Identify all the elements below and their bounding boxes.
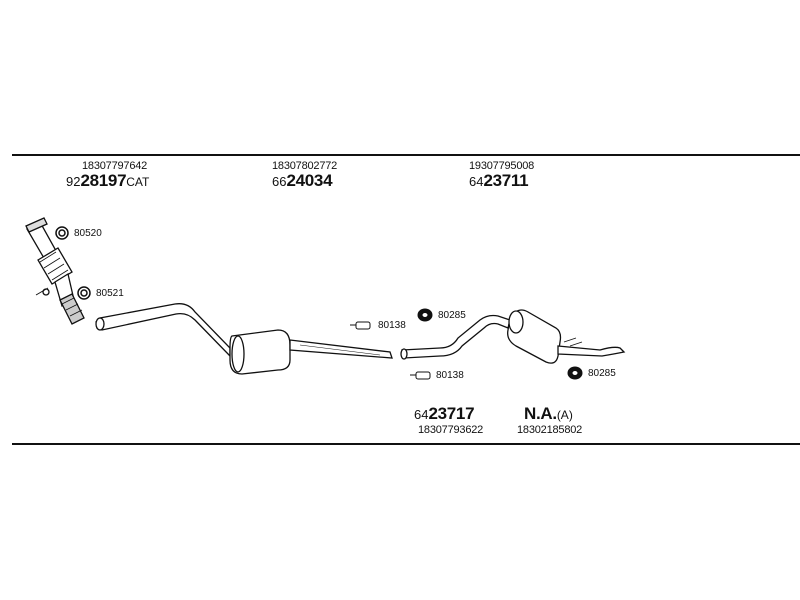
hanger-label: 80285 bbox=[438, 310, 466, 321]
gasket-mid-label: 80521 bbox=[96, 288, 124, 299]
middle-pipe-muffler bbox=[95, 303, 393, 375]
oem-number: 18307793622 bbox=[418, 424, 484, 436]
part-label-rear-pipe: 6423717 18307793622 bbox=[414, 404, 484, 437]
part-label-rear: 19307795008 6423711 bbox=[469, 160, 534, 191]
clamp-80138-lower-icon bbox=[410, 371, 431, 380]
gasket-80521-icon bbox=[77, 286, 91, 300]
part-label-middle: 18307802772 6624034 bbox=[272, 160, 337, 191]
part-number: N.A. bbox=[524, 404, 557, 423]
oem-number: 18307802772 bbox=[272, 160, 338, 172]
part-number: 24034 bbox=[286, 171, 333, 190]
front-pipe-catalyst bbox=[25, 217, 85, 325]
part-prefix: 92 bbox=[66, 174, 81, 189]
part-label-tail: N.A.(A) 18302185802 bbox=[517, 404, 583, 437]
part-label-front-pipe: 18307797642 9228197CAT bbox=[66, 160, 150, 191]
part-number: 28197 bbox=[80, 171, 127, 190]
part-prefix: 64 bbox=[469, 174, 484, 189]
hanger-80285-lower-icon bbox=[567, 366, 583, 380]
part-number: 23717 bbox=[428, 404, 475, 423]
part-suffix: CAT bbox=[126, 175, 150, 189]
oem-number: 18307797642 bbox=[82, 160, 148, 172]
rear-pipe-muffler bbox=[400, 309, 626, 364]
clamp-label: 80138 bbox=[378, 320, 406, 331]
part-prefix: 64 bbox=[414, 407, 429, 422]
oem-number: 19307795008 bbox=[469, 160, 535, 172]
oem-number: 18302185802 bbox=[517, 424, 583, 436]
part-suffix: (A) bbox=[556, 408, 573, 422]
hanger-80285-icon bbox=[417, 308, 433, 322]
part-prefix: 66 bbox=[272, 174, 287, 189]
gasket-top-label: 80520 bbox=[74, 228, 102, 239]
gasket-80520-icon bbox=[55, 226, 69, 240]
clamp-lower-label: 80138 bbox=[436, 370, 464, 381]
part-number: 23711 bbox=[483, 171, 529, 190]
hanger-lower-label: 80285 bbox=[588, 368, 616, 379]
clamp-80138-icon bbox=[350, 321, 371, 330]
